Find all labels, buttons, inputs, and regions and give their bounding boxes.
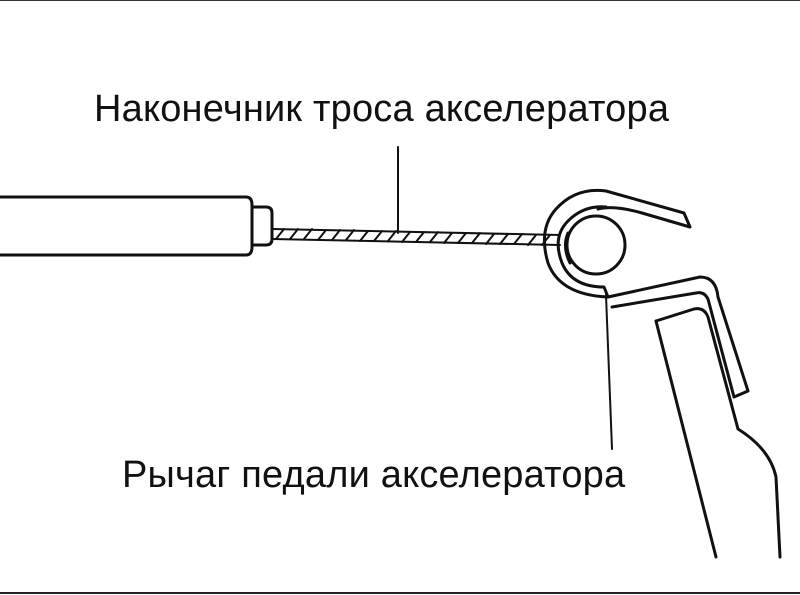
cable-end-label: Наконечник троса акселератора bbox=[94, 88, 670, 130]
inner-cable bbox=[271, 228, 561, 246]
pedal-lever-label: Рычаг педали акселератора bbox=[122, 454, 626, 496]
cable-housing bbox=[0, 195, 274, 257]
pedal-lever bbox=[542, 188, 782, 559]
cable-end-nipple bbox=[563, 214, 627, 276]
pedal-lever-leader-line bbox=[605, 294, 613, 450]
